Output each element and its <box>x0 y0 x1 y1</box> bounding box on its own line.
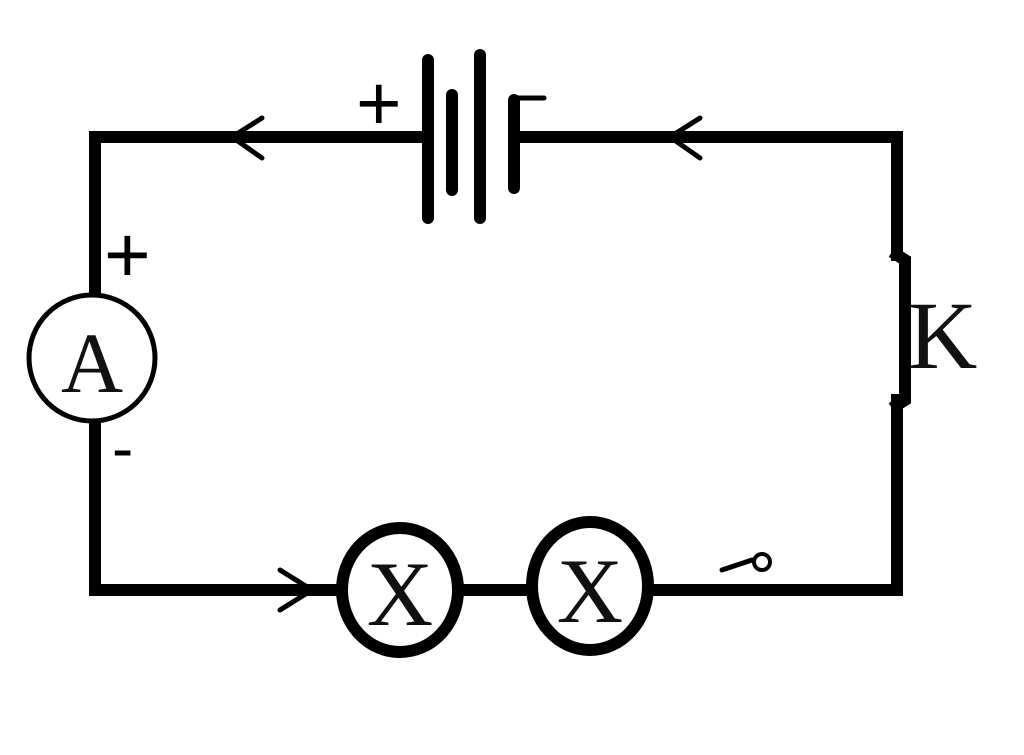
wire-top-left <box>89 131 428 301</box>
battery <box>422 49 547 224</box>
ammeter-circle <box>26 292 158 424</box>
arrow-top-left <box>229 115 265 161</box>
ammeter-label: A <box>61 315 123 411</box>
terminal-dot <box>752 552 772 572</box>
lamp-2: X <box>526 516 654 656</box>
arrow-bottom-left <box>277 567 315 613</box>
battery-positive-sign: + <box>356 59 402 147</box>
wire-top-right <box>510 131 903 261</box>
ammeter-positive-sign: + <box>104 210 151 299</box>
wire-right-bottom <box>734 394 903 596</box>
arrow-bottom-right <box>719 557 755 573</box>
lamp-2-label: X <box>557 540 623 642</box>
switch-label: K <box>908 282 977 389</box>
ammeter-negative-sign: - <box>112 412 133 484</box>
arrow-top-right <box>667 115 703 161</box>
wire-left-bottom <box>89 414 346 596</box>
lamp-2-circle <box>526 516 654 656</box>
lamp-1-circle <box>336 522 464 658</box>
lamp-1-label: X <box>367 543 433 645</box>
switch-k <box>888 246 911 414</box>
lamp-1: X <box>336 522 464 658</box>
